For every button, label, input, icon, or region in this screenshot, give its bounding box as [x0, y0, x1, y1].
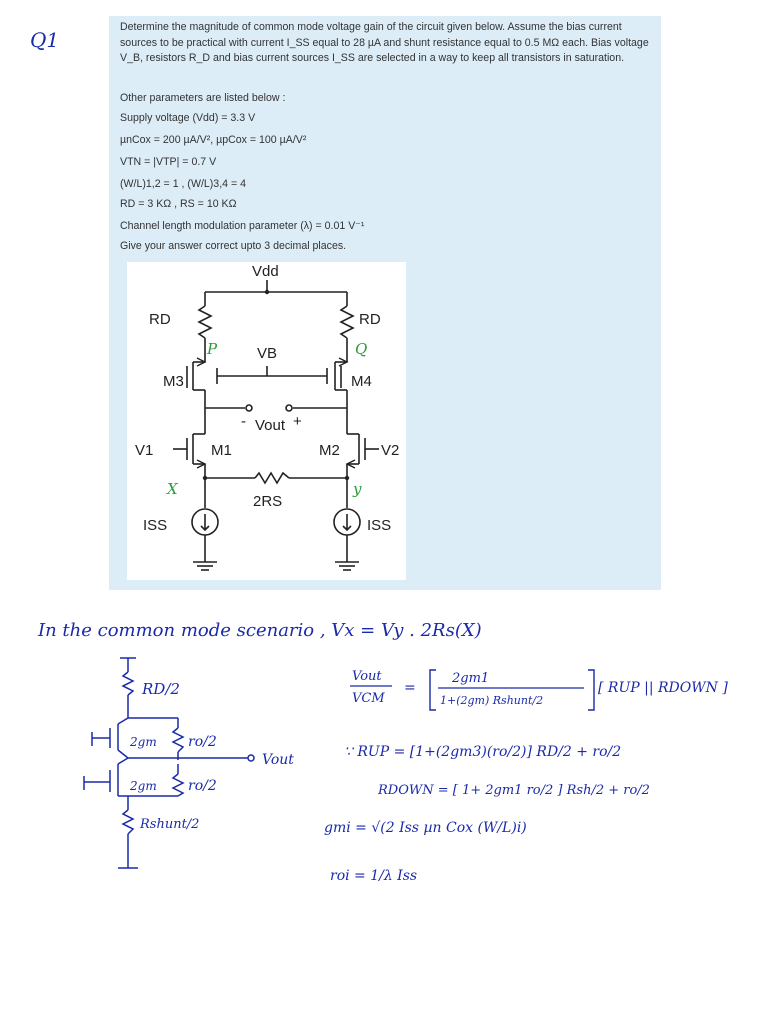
circuit-diagram: Vdd RD RD VB M3 M4 - Vout + V1 M1 M2 V2 … [127, 262, 406, 580]
label-m4: M4 [351, 373, 372, 390]
other-parameters: Other parameters are listed below : [120, 92, 286, 104]
eq-rup: ∵ RUP = [1+(2gm3)(ro/2)] RD/2 + ro/2 [344, 744, 621, 760]
half-ro-bot: ro/2 [188, 778, 217, 794]
half-ro-top: ro/2 [188, 734, 217, 750]
question-label: Q1 [30, 28, 60, 52]
label-vout-minus: - [241, 413, 246, 430]
label-rd-left: RD [149, 311, 171, 328]
label-vdd: Vdd [252, 263, 279, 280]
question-intro: Determine the magnitude of common mode v… [120, 21, 649, 64]
param-resistors: RD = 3 KΩ , RS = 10 KΩ [120, 198, 237, 210]
gain-num: 2gm1 [451, 671, 489, 686]
param-lambda: Channel length modulation parameter (λ) … [120, 220, 365, 232]
node-y: y [352, 480, 362, 498]
gain-lhs-num: Vout [352, 669, 382, 684]
param-vdd: Supply voltage (Vdd) = 3.3 V [120, 112, 256, 124]
half-gm-top: 2gm [129, 735, 157, 749]
label-rd-right: RD [359, 311, 381, 328]
solution-title: In the common mode scenario , Vx = Vy . … [37, 620, 482, 641]
label-m2: M2 [319, 442, 340, 459]
label-iss-left: ISS [143, 517, 167, 534]
label-2rs: 2RS [253, 493, 282, 510]
label-m1: M1 [211, 442, 232, 459]
eq-gm: gmi = √(2 Iss µn Cox (W/L)i) [324, 820, 527, 836]
gain-lhs-den: VCM [352, 691, 385, 706]
param-vt: VTN = |VTP| = 0.7 V [120, 156, 217, 168]
eq-rdown: RDOWN = [ 1+ 2gm1 ro/2 ] Rsh/2 + ro/2 [377, 783, 650, 798]
node-q: Q [355, 340, 367, 358]
label-v2: V2 [381, 442, 399, 459]
label-vout-plus: + [293, 413, 302, 430]
gain-rhs: [ RUP || RDOWN ] [598, 680, 728, 696]
handwritten-solution: In the common mode scenario , Vx = Vy . … [37, 620, 728, 884]
half-vout: Vout [262, 752, 294, 768]
param-precision: Give your answer correct upto 3 decimal … [120, 240, 347, 252]
label-m3: M3 [163, 373, 184, 390]
label-vb: VB [257, 345, 277, 362]
label-iss-right: ISS [367, 517, 391, 534]
label-vout: Vout [255, 417, 286, 434]
gain-den: 1+(2gm) Rshunt/2 [440, 694, 543, 707]
half-gm-bot: 2gm [129, 779, 157, 793]
param-mobility: µnCox = 200 µA/V², µpCox = 100 µA/V² [120, 134, 307, 146]
half-rshunt: Rshunt/2 [139, 817, 199, 832]
node-x: X [166, 480, 179, 498]
label-v1: V1 [135, 442, 153, 459]
node-p: P [206, 340, 218, 358]
half-rd: RD/2 [141, 680, 180, 698]
param-wl: (W/L)1,2 = 1 , (W/L)3,4 = 4 [120, 178, 246, 190]
gain-equals: = [404, 680, 416, 696]
eq-ro: roi = 1/λ Iss [330, 868, 417, 884]
question-panel: Determine the magnitude of common mode v… [109, 16, 661, 590]
